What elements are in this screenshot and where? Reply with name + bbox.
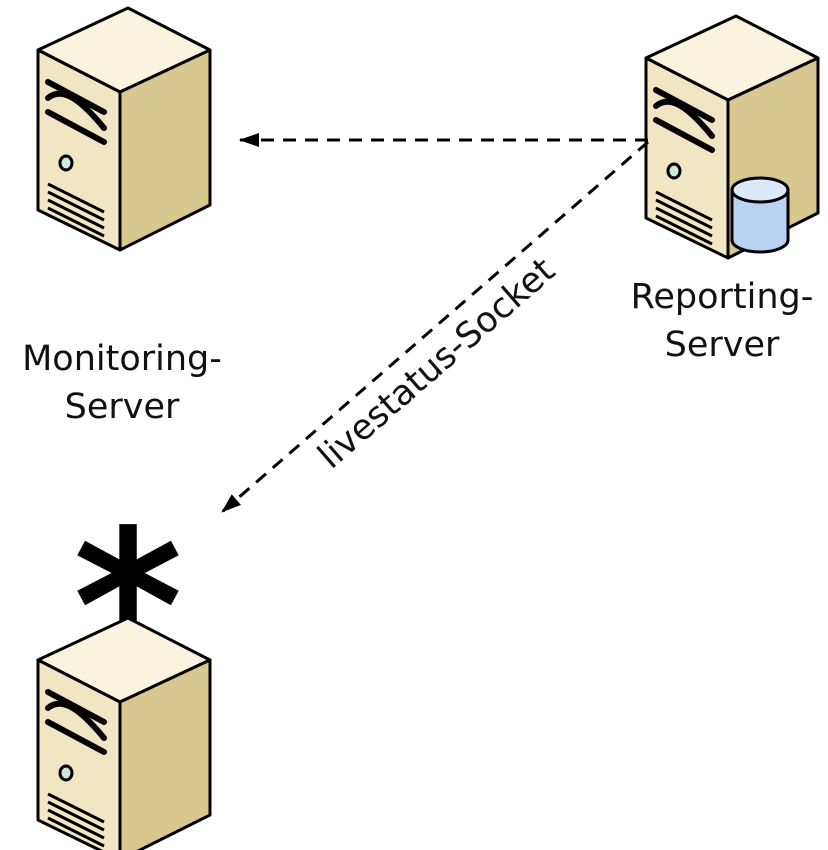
remote-server-icon [38,618,210,850]
database-icon [730,176,790,254]
reporting-server-label-line2: Server [665,325,780,365]
remote-server: * [38,485,210,850]
reporting-server: Reporting- Server [631,16,818,365]
reporting-server-label-line1: Reporting- [631,277,814,317]
monitoring-server-icon [38,8,210,250]
monitoring-server-label-line1: Monitoring- [22,339,222,379]
monitoring-server-label-line2: Server [65,387,180,427]
livestatus-socket-arrow [221,140,649,514]
livestatus-socket-label: livestatus-Socket [311,251,563,477]
monitoring-server: Monitoring- Server [22,8,222,427]
